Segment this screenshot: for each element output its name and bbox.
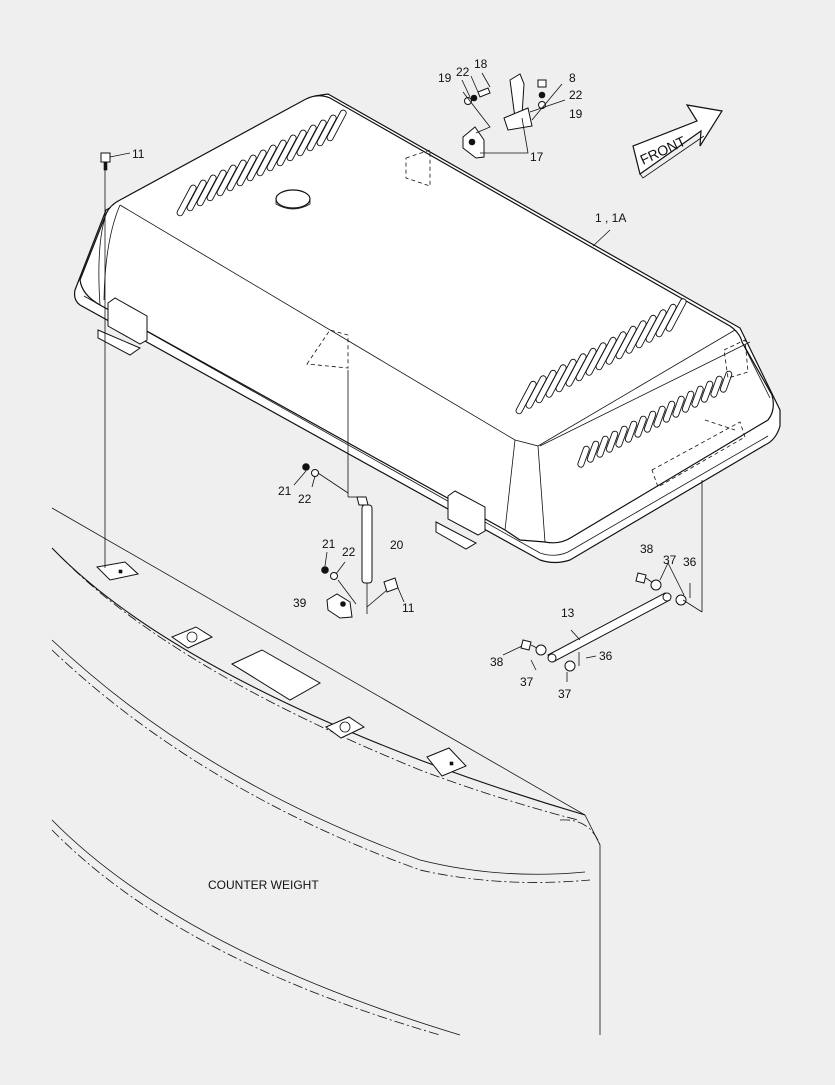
vent-slot <box>256 144 277 177</box>
callout-21: 21 <box>278 484 292 498</box>
callout-11: 11 <box>132 147 145 161</box>
vent-slot <box>681 390 695 413</box>
vent-group-a <box>515 298 687 415</box>
callout-21: 21 <box>322 537 336 551</box>
vent-slot <box>216 164 237 197</box>
vent-slot <box>634 415 647 438</box>
callout-37: 37 <box>663 553 677 567</box>
vent-slot <box>226 159 247 192</box>
vent-slot <box>176 184 197 217</box>
callout-38: 38 <box>640 542 654 556</box>
callout-38: 38 <box>490 655 504 669</box>
vent-slot <box>186 179 207 212</box>
vent-slot <box>326 109 347 142</box>
vent-slot <box>246 149 267 182</box>
vent-slot <box>316 114 337 147</box>
vent-slot <box>276 134 297 167</box>
bolt-11-left <box>100 152 131 568</box>
callout-20: 20 <box>390 538 404 552</box>
gas-strut <box>293 370 405 619</box>
counterweight-label: COUNTER WEIGHT <box>208 878 319 892</box>
vent-slot <box>206 169 227 202</box>
vent-slot <box>665 298 687 332</box>
vent-slot <box>672 395 685 418</box>
vent-slot <box>286 129 307 162</box>
vent-slots-rear <box>176 109 347 217</box>
vent-slot <box>662 400 676 423</box>
vent-slot <box>691 385 704 408</box>
vent-slot <box>266 139 287 172</box>
engine-hood <box>73 93 781 564</box>
callout-19: 19 <box>569 107 583 121</box>
latch-assembly <box>461 72 566 159</box>
callout-37: 37 <box>520 675 534 689</box>
vent-slot <box>700 380 714 403</box>
callout-22: 22 <box>569 88 583 102</box>
vent-slot <box>653 405 666 428</box>
callout-36: 36 <box>683 555 697 569</box>
callout-36: 36 <box>599 649 613 663</box>
vent-slot <box>577 445 590 468</box>
callouts: 18 22 19 8 22 19 17 11 1 , 1A 21 22 21 2… <box>132 57 697 701</box>
vent-slot <box>605 430 619 453</box>
link-rod <box>502 480 703 682</box>
vent-slot <box>196 174 217 207</box>
vent-slot <box>719 370 733 393</box>
callout-17: 17 <box>530 150 544 164</box>
callout-39: 39 <box>293 596 307 610</box>
vent-slot <box>236 154 257 187</box>
vent-slot <box>710 375 723 398</box>
counterweight: COUNTER WEIGHT <box>51 507 601 1036</box>
callout-22: 22 <box>342 545 356 559</box>
vent-slot <box>306 119 327 152</box>
callout-37: 37 <box>558 687 572 701</box>
vent-slot <box>596 435 609 458</box>
vent-slot <box>296 124 317 157</box>
vent-group-c <box>577 370 733 468</box>
callout-22: 22 <box>456 65 470 79</box>
vent-slot <box>643 410 657 433</box>
callout-1-1a: 1 , 1A <box>595 211 626 225</box>
vent-slot <box>615 425 628 448</box>
callout-18: 18 <box>474 57 488 71</box>
vent-slot <box>624 420 638 443</box>
front-arrow: FRONT <box>632 104 723 179</box>
vent-slot <box>586 440 600 463</box>
callout-8: 8 <box>569 71 576 85</box>
callout-19: 19 <box>438 71 452 85</box>
callout-11: 11 <box>402 601 415 615</box>
callout-22: 22 <box>298 492 312 506</box>
callout-13: 13 <box>561 606 575 620</box>
